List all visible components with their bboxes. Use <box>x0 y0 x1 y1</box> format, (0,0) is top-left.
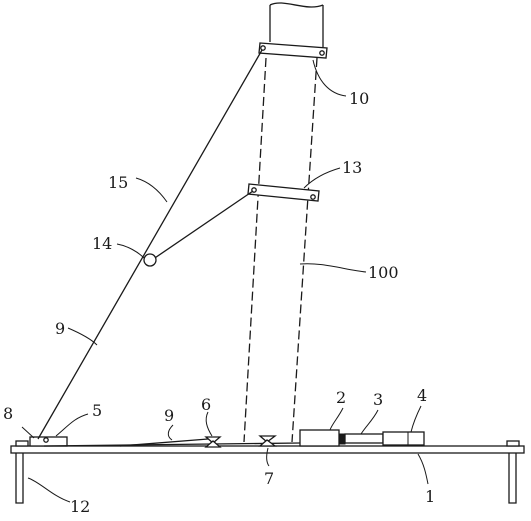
left-end-block <box>15 440 29 447</box>
label-2: 2 <box>336 388 346 407</box>
label-3: 3 <box>373 390 383 409</box>
anchor-block <box>29 436 68 447</box>
connector <box>338 433 346 445</box>
label-9-lower: 9 <box>164 406 174 425</box>
pulley <box>143 253 157 267</box>
label-1: 1 <box>425 487 435 506</box>
middle-clamp <box>247 183 320 202</box>
right-leg <box>508 453 517 504</box>
right-end-block <box>506 440 520 447</box>
cylinder <box>344 431 425 446</box>
label-100: 100 <box>368 263 399 282</box>
label-10: 10 <box>349 89 369 108</box>
label-9-upper: 9 <box>55 319 65 338</box>
leader-lines <box>21 59 429 503</box>
label-8: 8 <box>3 404 13 423</box>
roller-6 <box>204 436 222 448</box>
winch-block <box>299 429 340 447</box>
label-15: 15 <box>108 173 128 192</box>
upper-clamp <box>258 42 328 59</box>
label-6: 6 <box>201 395 211 414</box>
label-7: 7 <box>264 469 274 488</box>
label-5: 5 <box>92 401 102 420</box>
left-leg <box>15 453 24 504</box>
label-14: 14 <box>92 234 112 253</box>
roller-7 <box>258 435 277 447</box>
label-13: 13 <box>342 158 362 177</box>
label-4: 4 <box>417 386 427 405</box>
pole <box>243 2 324 443</box>
cables <box>37 49 301 447</box>
label-12: 12 <box>70 497 90 516</box>
